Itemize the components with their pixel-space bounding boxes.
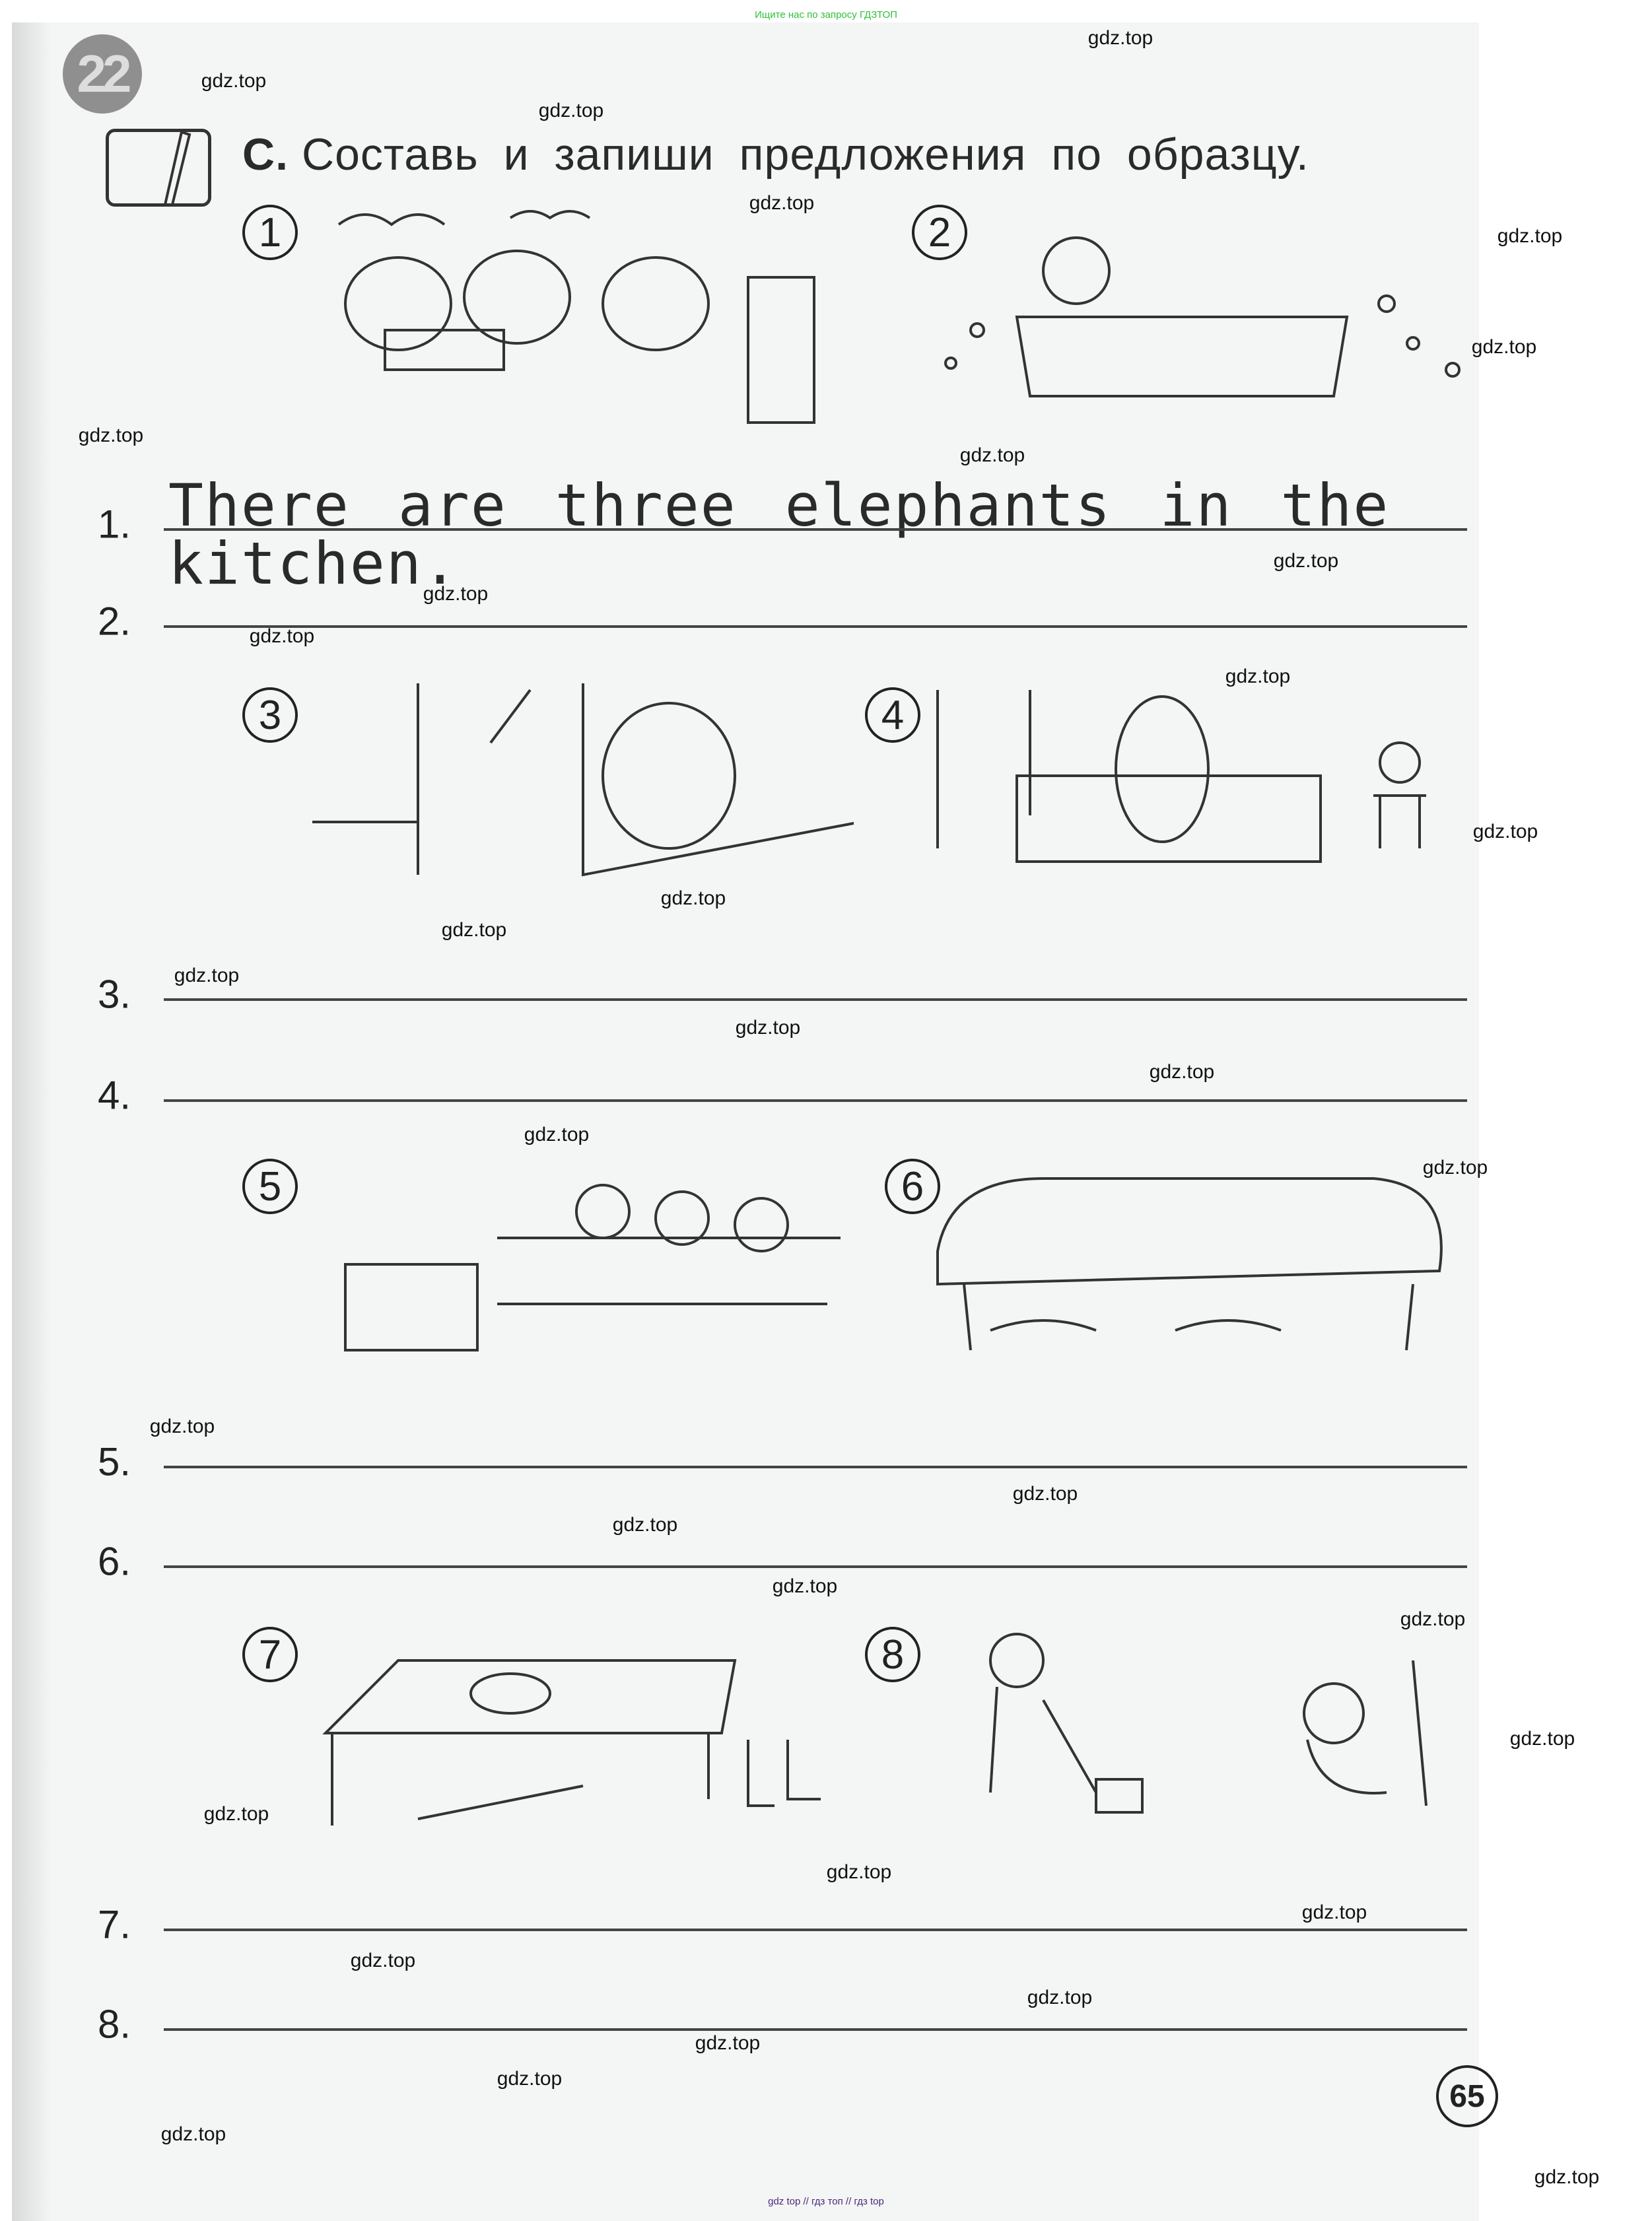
- watermark: gdz.top: [772, 1575, 838, 1597]
- picture-bathtub: [944, 236, 1461, 397]
- watermark: gdz.top: [1012, 1483, 1078, 1505]
- watermark: gdz.top: [1471, 336, 1537, 358]
- answer-line-2[interactable]: [164, 625, 1467, 628]
- answer-number-6: 6.: [98, 1539, 131, 1584]
- watermark: gdz.top: [174, 965, 240, 986]
- answer-number-3: 3.: [98, 972, 131, 1017]
- watermark: gdz.top: [749, 192, 815, 214]
- picture-number-8: 8: [865, 1627, 920, 1682]
- answer-line-7[interactable]: [164, 1929, 1467, 1931]
- answer-number-5: 5.: [98, 1439, 131, 1484]
- watermark: gdz.top: [826, 1861, 892, 1883]
- picture-number-3: 3: [242, 687, 298, 743]
- watermark: gdz.top: [160, 2123, 226, 2145]
- watermark: gdz.top: [1301, 1901, 1367, 1923]
- picture-number-2: 2: [912, 205, 967, 260]
- watermark: gdz.top: [1497, 225, 1563, 247]
- top-banner: Ищите нас по запросу ГДЗТОП: [755, 9, 897, 20]
- picture-number-4: 4: [865, 687, 920, 743]
- footer-links: gdz top // гдз топ // гдз top: [768, 2196, 884, 2207]
- watermark: gdz.top: [735, 1017, 801, 1039]
- watermark: gdz.top: [959, 444, 1025, 466]
- unit-badge: 22: [63, 34, 142, 114]
- answer-line-5[interactable]: [164, 1466, 1467, 1468]
- picture-window-rain: [312, 683, 854, 877]
- answer-line-8[interactable]: [164, 2028, 1467, 2031]
- picture-bed: [936, 690, 1426, 863]
- picture-living-room: [344, 1184, 841, 1351]
- picture-number-7: 7: [242, 1627, 298, 1682]
- watermark: gdz.top: [1472, 821, 1538, 842]
- watermark: gdz.top: [538, 100, 604, 121]
- answer-line-3[interactable]: [164, 998, 1467, 1001]
- picture-sofa-crocodiles: [936, 1177, 1443, 1351]
- watermark: gdz.top: [441, 919, 507, 941]
- watermark: gdz.top: [1509, 1728, 1575, 1750]
- watermark: gdz.top: [149, 1416, 215, 1437]
- answer-line-6[interactable]: [164, 1565, 1467, 1568]
- watermark: gdz.top: [1225, 666, 1291, 687]
- exercise-letter: C.: [242, 129, 289, 180]
- picture-table-telephone: [322, 1659, 821, 1826]
- watermark: gdz.top: [695, 2032, 761, 2054]
- watermark: gdz.top: [423, 583, 489, 605]
- answer-text-1: There are three elephants in the kitchen…: [168, 471, 1390, 598]
- watermark: gdz.top: [201, 70, 267, 92]
- picture-number-5: 5: [242, 1159, 298, 1214]
- watermark: gdz.top: [78, 425, 144, 446]
- answer-line-1[interactable]: [164, 528, 1467, 531]
- workbook-page: [12, 22, 1479, 2221]
- watermark: gdz.top: [1273, 550, 1339, 572]
- exercise-title: C. Составь и запиши предложения по образц…: [242, 132, 1309, 177]
- answer-line-4[interactable]: [164, 1099, 1467, 1102]
- picture-garden-tigers: [989, 1633, 1428, 1814]
- watermark: gdz.top: [497, 2068, 563, 2090]
- pencil-writing-icon: [106, 129, 211, 207]
- watermark: gdz.top: [612, 1514, 678, 1536]
- watermark: gdz.top: [1400, 1608, 1466, 1630]
- picture-number-6: 6: [885, 1159, 940, 1214]
- watermark: gdz.top: [1149, 1061, 1215, 1083]
- page-number: 65: [1436, 2065, 1498, 2127]
- watermark: gdz.top: [1087, 27, 1153, 49]
- answer-number-1: 1.: [98, 502, 131, 547]
- answer-number-2: 2.: [98, 599, 131, 644]
- watermark: gdz.top: [1027, 1987, 1093, 2008]
- picture-elephants-kitchen: [337, 210, 815, 424]
- answer-number-7: 7.: [98, 1902, 131, 1947]
- watermark: gdz.top: [1534, 2166, 1600, 2188]
- picture-number-1: 1: [242, 205, 298, 260]
- watermark: gdz.top: [203, 1803, 269, 1825]
- answer-number-4: 4.: [98, 1073, 131, 1118]
- answer-number-8: 8.: [98, 2002, 131, 2047]
- watermark: gdz.top: [249, 625, 315, 647]
- watermark: gdz.top: [524, 1124, 590, 1145]
- watermark: gdz.top: [350, 1950, 416, 1971]
- watermark: gdz.top: [1422, 1157, 1488, 1179]
- watermark: gdz.top: [660, 887, 726, 909]
- exercise-instruction: Составь и запиши предложения по образцу.: [302, 129, 1309, 180]
